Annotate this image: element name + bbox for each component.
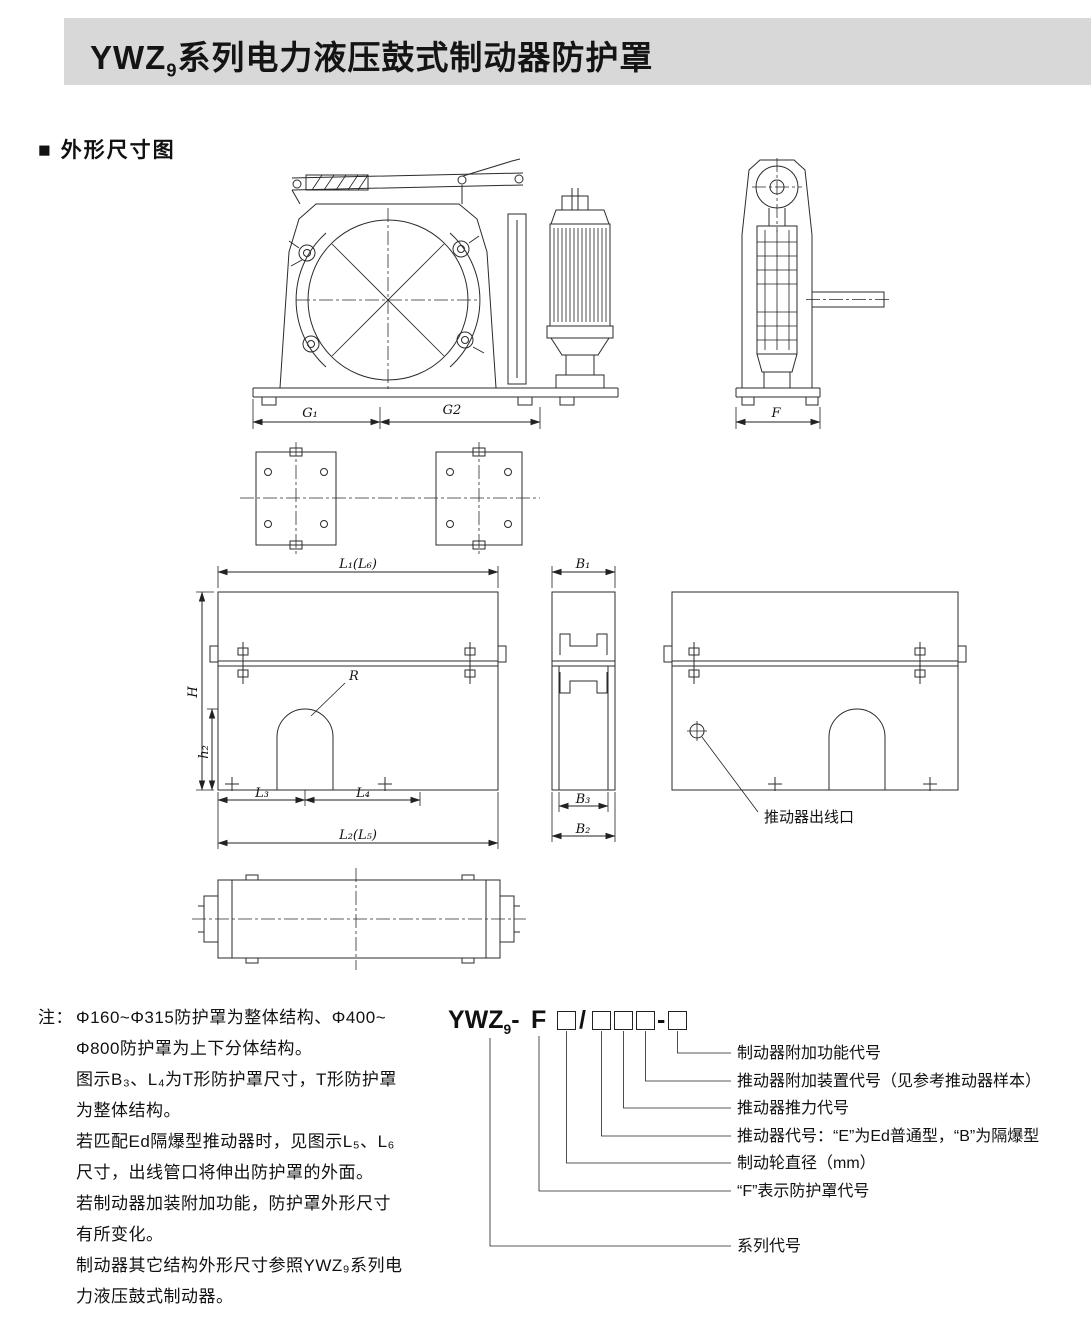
dim-label-l4: L₄ <box>355 786 370 801</box>
note-line: 若匹配Ed隔爆型推动器时，见图示L₅、L₆ <box>76 1132 395 1151</box>
notes-label: 注： <box>38 1008 73 1027</box>
cover-rear-view-drawing: 推动器出线口 <box>663 591 967 826</box>
page-title-subscript: 9 <box>166 60 178 81</box>
cover-top-view-drawing <box>192 868 526 970</box>
model-code-dash: - <box>511 1006 520 1034</box>
model-code-box-brake-function <box>668 1011 687 1030</box>
model-code-prefix: YWZ <box>448 1006 504 1034</box>
dim-label-f: F <box>770 406 781 421</box>
note-line: 力液压鼓式制动器。 <box>76 1287 234 1306</box>
dim-label-b1: B₁ <box>575 557 591 572</box>
page-title-suffix: 系列电力液压鼓式制动器防护罩 <box>177 39 654 76</box>
model-label-cover-code: “F”表示防护罩代号 <box>737 1183 870 1200</box>
model-label-series-code: 系列代号 <box>737 1238 802 1255</box>
model-code-box-thruster-device <box>636 1011 655 1030</box>
model-label-brake-function-code: 制动器附加功能代号 <box>737 1045 882 1062</box>
spring-assemblies <box>288 235 485 354</box>
note-line: 尺寸，出线管口将伸出防护罩的外面。 <box>76 1163 374 1182</box>
model-label-thruster-type-code: 推动器代号：“E”为Ed普通型，“B”为隔爆型 <box>737 1128 1040 1145</box>
cover-side-section-drawing: B₁ B₃ B₂ <box>551 557 616 842</box>
outlet-callout-label: 推动器出线口 <box>764 809 854 826</box>
section-title: ■ 外形尺寸图 <box>38 134 176 164</box>
model-code-connector-lines <box>489 1031 731 1247</box>
square-bullet-icon: ■ <box>38 139 53 162</box>
model-code-subscript: 9 <box>503 1022 512 1037</box>
dim-label-l1l6: L₁(L₆) <box>338 557 377 572</box>
model-label-thruster-device-code: 推动器附加装置代号（见参考推动器样本） <box>737 1073 1042 1090</box>
note-line: 为整体结构。 <box>76 1101 181 1120</box>
note-line: 制动器其它结构外形尺寸参照YWZ₉系列电 <box>76 1256 403 1275</box>
model-code-box-thruster-type <box>592 1011 611 1030</box>
notes-block: 注： Φ160~Φ315防护罩为整体结构、Φ400~ Φ800防护罩为上下分体结… <box>38 1002 448 1312</box>
model-code-box-diameter <box>557 1011 576 1030</box>
dim-label-l2l5: L₂(L₅) <box>338 828 377 843</box>
note-line: 若制动器加装附加功能，防护罩外形尺寸 <box>76 1194 391 1213</box>
model-code-hyphen: - <box>657 1006 666 1034</box>
page-title-prefix: YWZ <box>90 39 167 76</box>
model-label-thrust-code: 推动器推力代号 <box>737 1100 850 1117</box>
side-view-drawing: F <box>735 158 890 429</box>
front-view-drawing: G₁ G2 <box>252 158 619 429</box>
dim-label-r: R <box>348 669 359 684</box>
model-code-box-thrust <box>614 1011 633 1030</box>
mounting-plates-drawing <box>240 442 540 556</box>
cover-front-view-drawing: R L₁(L₆) H h₂ L₃ L₄ L₂(L₅) <box>186 557 507 849</box>
notes-body: Φ160~Φ315防护罩为整体结构、Φ400~ Φ800防护罩为上下分体结构。 … <box>76 1002 403 1312</box>
note-line: Φ800防护罩为上下分体结构。 <box>76 1039 313 1058</box>
model-code-f: F <box>531 1006 547 1034</box>
note-line: Φ160~Φ315防护罩为整体结构、Φ400~ <box>76 1008 387 1027</box>
note-line: 有所变化。 <box>76 1225 164 1244</box>
page-title: YWZ9系列电力液压鼓式制动器防护罩 <box>64 18 1091 82</box>
dim-label-h2: h₂ <box>197 745 212 759</box>
dim-label-b3: B₃ <box>575 792 591 807</box>
note-line: 图示B₃、L₄为T形防护罩尺寸，T形防护罩 <box>76 1070 397 1089</box>
dim-label-g2: G2 <box>443 403 462 418</box>
section-title-text: 外形尺寸图 <box>60 139 176 162</box>
dim-label-h: H <box>186 686 201 699</box>
dim-label-g1: G₁ <box>302 406 318 421</box>
model-label-wheel-diameter: 制动轮直径（mm） <box>737 1155 876 1172</box>
page-header-bar: YWZ9系列电力液压鼓式制动器防护罩 <box>64 18 1091 85</box>
model-code-series: YWZ9- <box>448 1006 520 1044</box>
dim-label-l3: L₃ <box>254 786 269 801</box>
dim-label-b2: B₂ <box>575 822 591 837</box>
model-code-slash: / <box>579 1006 586 1034</box>
